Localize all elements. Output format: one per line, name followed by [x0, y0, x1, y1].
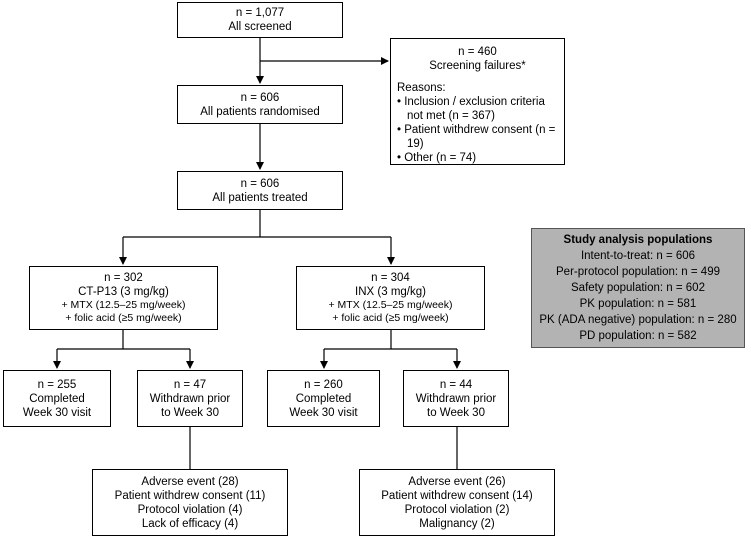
withdrawn-count: n = 44 [439, 378, 473, 391]
completed-line2: Week 30 visit [22, 406, 92, 419]
screening-failure-reason: • Inclusion / exclusion criteria not met… [397, 96, 545, 122]
randomised-count: n = 606 [240, 91, 280, 104]
withdrawn-line2: to Week 30 [161, 406, 219, 419]
withdrawal-reason: Adverse event (26) [408, 475, 506, 488]
screening-failures-reasons-title: Reasons: [397, 82, 446, 94]
study-populations-box: Study analysis populations Intent-to-tre… [531, 228, 745, 348]
population-item: PD population: n = 582 [579, 330, 697, 342]
population-item: PK population: n = 581 [579, 298, 697, 310]
inx-withdrawal-reasons-box: Adverse event (26) Patient withdrew cons… [359, 469, 555, 536]
arm-folic-acid: + folic acid (≥5 mg/week) [65, 312, 182, 324]
arm-drug: CT-P13 (3 mg/kg) [78, 286, 169, 298]
screening-failures-count: n = 460 [458, 46, 497, 58]
randomised-label: All patients randomised [200, 105, 320, 118]
arm-drug: INX (3 mg/kg) [355, 286, 426, 298]
withdrawal-reason: Adverse event (28) [141, 475, 239, 488]
screening-failures-box: n = 460 Screening failures* Reasons: • I… [390, 38, 565, 165]
treated-label: All patients treated [212, 191, 308, 204]
arm-mtx: + MTX (12.5–25 mg/week) [61, 299, 186, 311]
populations-title: Study analysis populations [563, 234, 713, 246]
arm-inx-box: n = 304 INX (3 mg/kg) + MTX (12.5–25 mg/… [296, 266, 485, 330]
withdrawn-count: n = 47 [173, 378, 207, 391]
screened-label: All screened [228, 21, 292, 33]
withdrawal-reason: Lack of efficacy (4) [141, 517, 239, 530]
completed-count: n = 260 [304, 378, 343, 391]
ctp13-completed-box: n = 255 Completed Week 30 visit [3, 370, 111, 427]
ctp13-withdrawal-reasons-box: Adverse event (28) Patient withdrew cons… [92, 469, 288, 536]
screening-failures-label: Screening failures* [429, 60, 526, 72]
all-screened-box: n = 1,077 All screened [177, 2, 343, 38]
withdrawal-reason: Malignancy (2) [419, 517, 495, 530]
screening-failure-reason: • Other (n = 74) [397, 152, 477, 164]
withdrawal-reason: Patient withdrew consent (11) [114, 489, 266, 502]
inx-completed-box: n = 260 Completed Week 30 visit [267, 370, 380, 427]
treated-count: n = 606 [240, 177, 280, 190]
completed-line1: Completed [29, 392, 85, 405]
withdrawal-reason: Protocol violation (2) [404, 503, 510, 516]
randomised-box: n = 606 All patients randomised [177, 85, 343, 124]
completed-line2: Week 30 visit [289, 406, 358, 419]
screened-count: n = 1,077 [235, 7, 285, 19]
arm-count: n = 304 [371, 272, 410, 284]
arm-folic-acid: + folic acid (≥5 mg/week) [332, 312, 449, 324]
ctp13-withdrawn-box: n = 47 Withdrawn prior to Week 30 [137, 370, 243, 427]
population-item: Per-protocol population: n = 499 [556, 266, 720, 278]
arm-ctp13-box: n = 302 CT-P13 (3 mg/kg) + MTX (12.5–25 … [29, 266, 218, 330]
withdrawn-line1: Withdrawn prior [415, 392, 497, 405]
completed-line1: Completed [295, 392, 352, 405]
arm-count: n = 302 [104, 272, 143, 284]
withdrawal-reason: Protocol violation (4) [137, 503, 243, 516]
population-item: Intent-to-treat: n = 606 [580, 250, 696, 262]
treated-box: n = 606 All patients treated [177, 171, 343, 210]
withdrawal-reason: Patient withdrew consent (14) [381, 489, 533, 502]
inx-withdrawn-box: n = 44 Withdrawn prior to Week 30 [403, 370, 509, 427]
screening-failure-reason: • Patient withdrew consent (n = 19) [397, 124, 556, 150]
population-item: PK (ADA negative) population: n = 280 [539, 314, 737, 326]
withdrawn-line1: Withdrawn prior [149, 392, 231, 405]
arm-mtx: + MTX (12.5–25 mg/week) [328, 299, 453, 311]
withdrawn-line2: to Week 30 [427, 406, 485, 419]
completed-count: n = 255 [37, 378, 77, 391]
population-item: Safety population: n = 602 [571, 282, 705, 294]
